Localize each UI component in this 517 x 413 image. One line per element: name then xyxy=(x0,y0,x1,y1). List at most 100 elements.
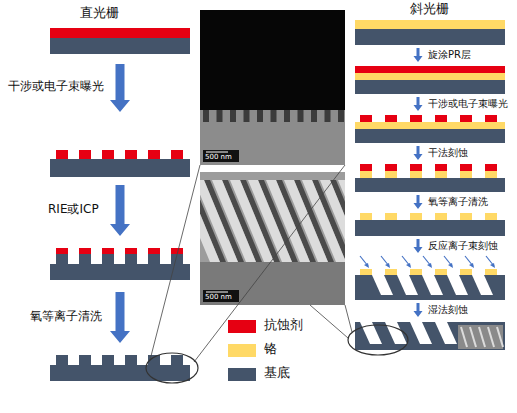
resist-pattern xyxy=(125,150,137,159)
resist-pattern xyxy=(79,150,91,159)
ion-beam-head xyxy=(364,263,369,268)
column-heading: 直光栅 xyxy=(80,6,119,21)
chrome-pattern xyxy=(360,269,372,275)
sem-inset-fin xyxy=(461,327,467,347)
zoom-line xyxy=(345,305,352,332)
chrome-pattern xyxy=(410,213,422,220)
sem-inset-fin xyxy=(488,327,494,347)
scale-label: 500 nm xyxy=(205,153,232,161)
sem-image xyxy=(200,172,345,305)
grating-tooth xyxy=(79,355,91,365)
resist-pattern xyxy=(79,248,91,254)
sem-base xyxy=(200,262,345,305)
resist-pattern xyxy=(148,248,160,254)
grating-tooth xyxy=(148,254,160,264)
substrate xyxy=(50,365,190,381)
legend-swatch xyxy=(228,368,256,381)
slanted-trench xyxy=(472,275,493,295)
zoom-line xyxy=(194,165,345,362)
chrome-pattern xyxy=(410,171,422,178)
substrate xyxy=(355,220,505,236)
chrome-pattern xyxy=(485,269,497,275)
ion-beam-head xyxy=(406,263,411,268)
substrate xyxy=(355,29,505,45)
chrome-pattern xyxy=(360,171,372,178)
slanted-trench xyxy=(435,322,457,344)
legend-label: 基底 xyxy=(264,366,290,381)
sem-groove xyxy=(271,110,277,122)
grating-tooth xyxy=(56,254,68,264)
chrome-layer xyxy=(355,20,505,29)
sem-groove xyxy=(217,110,223,122)
resist-pattern xyxy=(56,248,68,254)
resist-pattern xyxy=(385,164,397,171)
sem-image xyxy=(200,10,345,110)
ion-beam-head xyxy=(427,263,432,268)
chrome-layer xyxy=(355,122,505,129)
substrate xyxy=(355,129,505,143)
substrate xyxy=(355,322,505,350)
resist-pattern xyxy=(102,248,114,254)
chrome-pattern xyxy=(460,171,472,178)
resist-pattern xyxy=(385,115,397,122)
flow-arrow xyxy=(110,64,130,112)
resist-pattern xyxy=(360,164,372,171)
chrome-layer xyxy=(355,73,505,80)
scale-bar xyxy=(206,152,228,153)
zoom-ellipse xyxy=(146,353,198,383)
resist-pattern xyxy=(148,150,160,159)
legend-swatch xyxy=(228,320,256,333)
resist-pattern xyxy=(435,115,447,122)
slanted-trench xyxy=(397,275,418,295)
flow-arrow xyxy=(414,303,423,317)
slanted-trench xyxy=(372,275,393,295)
step-label: 干法刻蚀 xyxy=(428,147,468,159)
resist-pattern xyxy=(360,115,372,122)
resist-pattern xyxy=(410,115,422,122)
grating-tooth xyxy=(79,254,91,264)
step-label: 旋涂PR层 xyxy=(428,49,471,61)
chrome-pattern xyxy=(485,171,497,178)
flow-arrow xyxy=(110,292,130,343)
sem-groove xyxy=(203,110,209,122)
slanted-trench xyxy=(447,275,468,295)
chrome-pattern xyxy=(460,213,472,220)
resist-pattern xyxy=(485,115,497,122)
step-label: 氧等离子清洗 xyxy=(30,310,102,324)
sem-inset-fin xyxy=(470,327,476,347)
legend-swatch xyxy=(228,344,256,357)
flow-arrow xyxy=(414,97,423,111)
grating-tooth xyxy=(171,355,183,365)
resist-pattern xyxy=(125,248,137,254)
sem-inset-fin xyxy=(479,327,485,347)
substrate xyxy=(355,178,505,192)
step-label: 干涉或电子束曝光 xyxy=(8,80,104,94)
ion-beam-head xyxy=(469,263,474,268)
resist-pattern xyxy=(102,150,114,159)
substrate xyxy=(50,38,190,54)
sem-groove xyxy=(230,110,236,122)
step-label: 湿法刻蚀 xyxy=(428,304,468,316)
scale-label: 500 nm xyxy=(205,293,232,301)
step-label: 干涉或电子束曝光 xyxy=(428,98,508,110)
grating-tooth xyxy=(56,355,68,365)
grating-tooth xyxy=(125,254,137,264)
scale-bar-patch xyxy=(203,290,239,302)
ion-beam-head xyxy=(490,263,495,268)
sem-fin xyxy=(338,180,345,262)
flow-arrow xyxy=(110,185,130,236)
chrome-pattern xyxy=(485,213,497,220)
flow-arrow xyxy=(414,195,423,209)
substrate xyxy=(50,264,190,280)
resist-pattern xyxy=(460,115,472,122)
column-heading: 斜光栅 xyxy=(410,2,449,17)
grating-tooth xyxy=(102,355,114,365)
sem-image xyxy=(200,110,345,165)
chrome-pattern xyxy=(385,171,397,178)
sem-groove xyxy=(244,110,250,122)
ion-beam-head xyxy=(448,263,453,268)
substrate xyxy=(355,275,505,300)
flow-arrow xyxy=(414,48,423,62)
flow-arrow xyxy=(414,239,423,253)
zoom-line xyxy=(310,305,348,338)
